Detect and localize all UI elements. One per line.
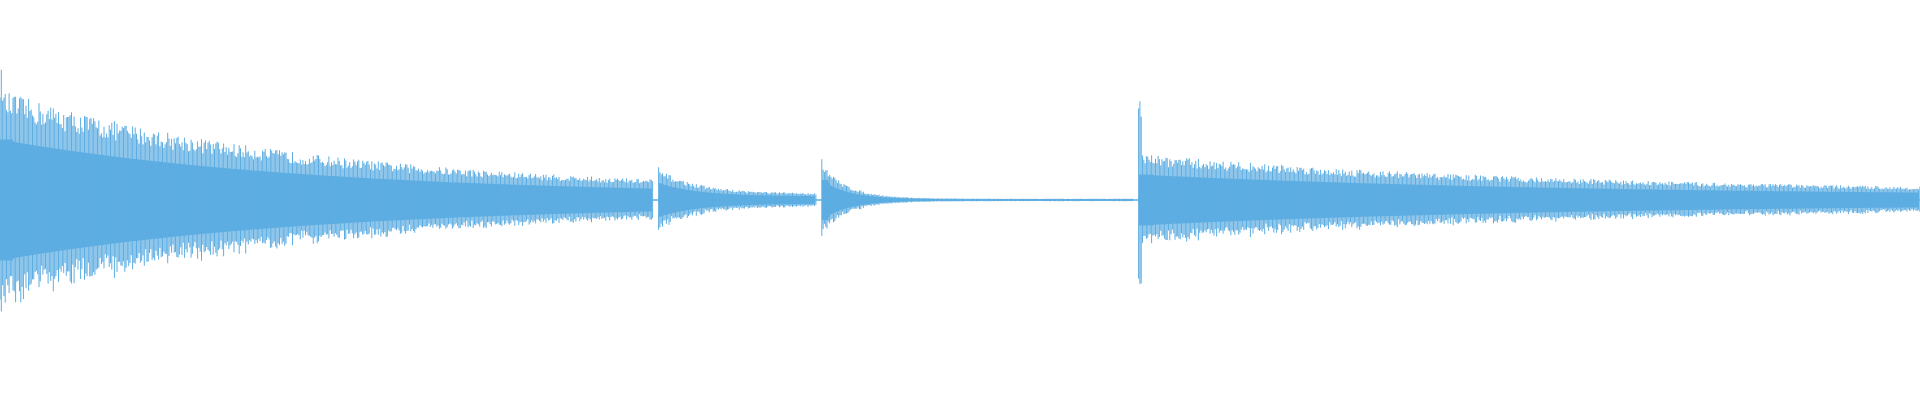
waveform-peaks (0, 69, 1920, 312)
